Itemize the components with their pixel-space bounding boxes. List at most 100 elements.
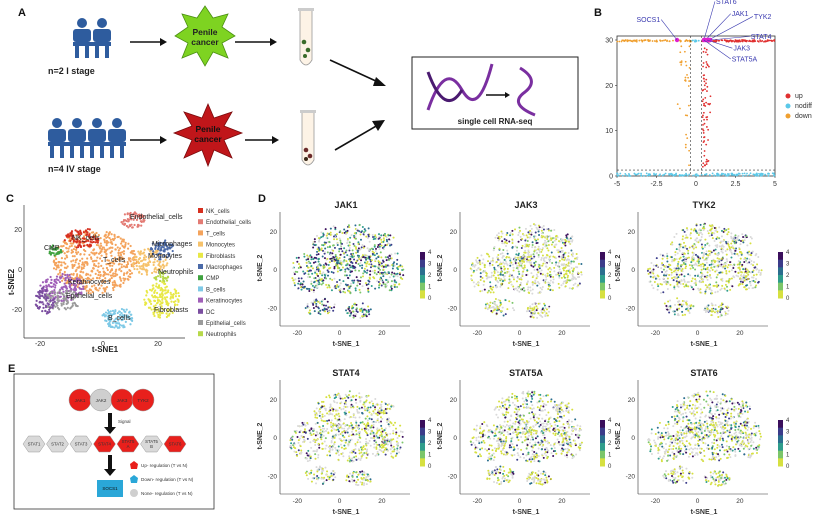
expression-point [358,288,361,291]
expression-point [361,266,364,269]
expression-point [683,278,686,281]
cell-point [47,303,50,306]
cell-point [50,281,53,285]
cell-point [64,291,67,295]
expression-point [738,268,741,271]
expression-point [326,251,329,254]
expression-point [726,260,729,263]
cell-point [92,240,95,244]
expression-point [306,303,309,306]
expression-point [516,289,519,292]
cell-point [111,264,114,267]
cell-point [94,272,97,275]
expression-point [315,298,318,301]
cell-point [58,280,62,284]
cell-point [122,238,125,241]
cell-point [66,250,69,253]
cluster-label: Endothelial_cells [130,214,183,221]
cell-point [63,296,66,300]
cluster-label: T_cells [103,257,126,264]
cell-point [56,306,60,310]
expression-point [564,256,567,259]
cell-point [163,265,166,268]
expression-point [396,275,399,278]
cell-point [176,303,179,306]
expression-point [362,272,365,275]
expression-point [680,269,683,272]
cell-point [153,270,156,273]
cell-point [56,299,59,302]
expression-point [647,272,650,275]
up-point [705,66,708,69]
expression-point [710,259,713,262]
saturated-point [624,39,627,42]
expression-point [374,287,377,290]
expression-point [511,238,514,241]
expression-point [388,289,391,292]
expression-point [497,239,500,242]
feature-plot-title: STAT4 [332,368,359,378]
saturated-point [732,40,734,42]
cell-point [120,270,123,273]
expression-point [696,260,699,263]
expression-point [541,236,544,239]
expression-point [578,275,581,278]
cell-point [155,291,159,295]
saturated-point [726,39,729,42]
expression-point [528,233,531,236]
expression-point [479,272,482,275]
expression-point [545,275,548,278]
expression-point [313,299,316,302]
cell-point [44,309,47,313]
cell-point [129,269,132,273]
expression-point [323,273,326,276]
expression-point [551,241,554,244]
expression-point [572,260,575,263]
expression-point [542,228,545,231]
saturated-point [693,40,696,43]
cell-point [105,273,108,276]
cell-point [55,253,58,256]
expression-point [344,393,347,396]
expression-point [740,274,743,277]
cell-point [123,213,126,216]
nodiff-point [671,173,673,176]
y-tick-label: 0 [609,174,613,181]
test-tube-icon-2 [300,110,316,166]
cell-point [41,281,45,284]
expression-point [547,240,550,243]
expression-point [536,284,539,287]
up-point [701,128,704,131]
expression-point [343,256,346,259]
expression-point [352,395,355,398]
up-point [705,143,708,146]
expression-point [681,259,684,262]
expression-point [692,254,695,257]
expression-point [670,271,673,274]
expression-point [352,306,355,309]
expression-point [536,307,539,310]
cell-point [165,245,169,248]
cell-point [60,251,63,254]
expression-point [311,267,314,270]
expression-point [544,235,547,238]
expression-point [341,427,344,430]
expression-point [509,262,512,265]
expression-point [702,267,705,270]
gene-leader [661,19,678,41]
cell-point [54,305,57,308]
expression-point [684,313,687,316]
expression-point [757,271,760,274]
cell-point [153,299,156,302]
cell-point [50,303,53,306]
expression-point [502,265,505,268]
expression-point [500,270,503,273]
expression-point [556,249,559,252]
expression-point [543,260,546,263]
cell-point [137,250,140,253]
expression-point [507,287,510,290]
cell-point [166,310,169,313]
cell-point [80,266,83,269]
expression-point [347,285,350,288]
